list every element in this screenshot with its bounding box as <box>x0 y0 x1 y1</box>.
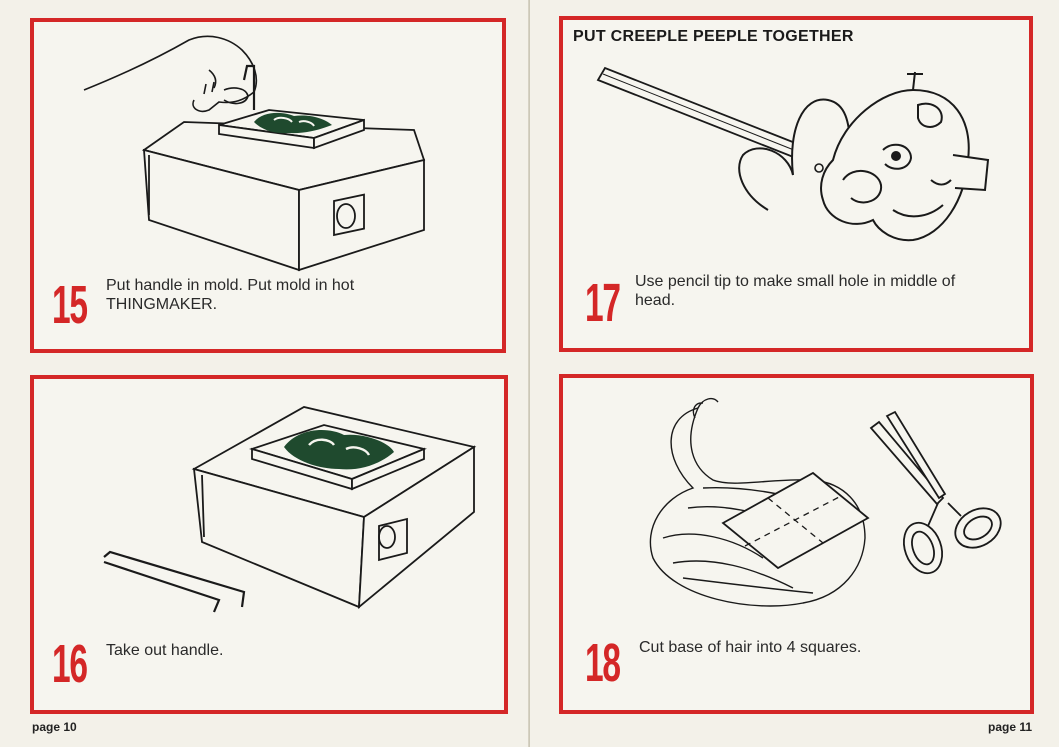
handle-icon <box>242 64 256 110</box>
step-17-caption-line1: Use pencil tip to make small hole in mid… <box>635 273 956 290</box>
step-17-caption: Use pencil tip to make small hole in mid… <box>635 272 1027 310</box>
thingmaker-oven-icon <box>103 406 477 613</box>
step-number-17: 17 <box>585 273 621 333</box>
step-number-15: 15 <box>52 275 88 335</box>
step-15-caption-line1: Put handle in mold. Put mold in hot <box>106 277 355 294</box>
book-gutter <box>528 0 531 747</box>
page-number-right: page 11 <box>988 720 1033 734</box>
mold-icon <box>218 109 365 150</box>
thingmaker-oven-icon <box>83 35 426 272</box>
panel-step-17: PUT CREEPLE PEEPLE TOGETHER <box>559 16 1033 352</box>
handle-icon <box>103 550 246 613</box>
right-page: PUT CREEPLE PEEPLE TOGETHER <box>530 0 1059 747</box>
step-18-caption: Cut base of hair into 4 squares. <box>639 638 1019 657</box>
scissors-icon <box>869 410 1002 575</box>
hand-icon <box>83 35 258 113</box>
panel-step-16: 16 Take out handle. <box>30 375 508 714</box>
step-15-caption: Put handle in mold. Put mold in hot THIN… <box>106 276 496 314</box>
panel-step-18: 18 Cut base of hair into 4 squares. <box>559 374 1034 714</box>
step-16-caption: Take out handle. <box>106 641 486 660</box>
hair-icon <box>649 397 1002 607</box>
mold-icon <box>249 424 427 491</box>
section-title: PUT CREEPLE PEEPLE TOGETHER <box>573 28 854 45</box>
step-18-caption-line1: Cut base of hair into 4 squares. <box>639 639 862 656</box>
step-number-16: 16 <box>52 634 88 694</box>
page-number-left: page 10 <box>32 720 77 734</box>
step-16-caption-line1: Take out handle. <box>106 642 224 659</box>
left-page: 15 Put handle in mold. Put mold in hot T… <box>0 0 529 747</box>
panel-step-15: 15 Put handle in mold. Put mold in hot T… <box>30 18 506 353</box>
creeple-head-icon <box>596 66 990 242</box>
step-number-18: 18 <box>585 633 621 693</box>
step-15-caption-line2: THINGMAKER. <box>106 296 218 313</box>
step-17-caption-line2: head. <box>635 292 676 309</box>
